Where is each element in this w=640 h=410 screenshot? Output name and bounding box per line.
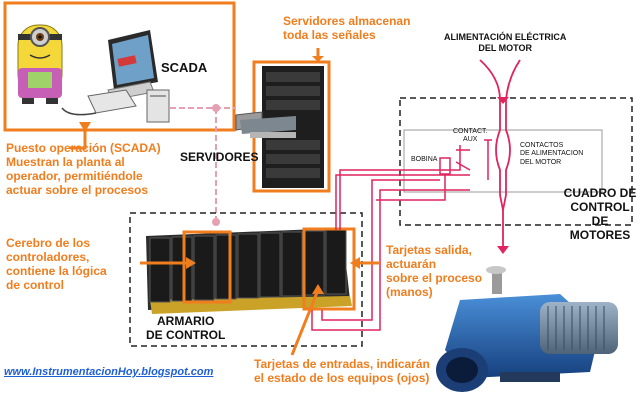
armario-dashed-frame (129, 212, 363, 347)
motor-feed-arrow (497, 246, 509, 254)
pump-image (436, 266, 618, 392)
server-rack-image (235, 66, 324, 188)
brain-caption: Cerebro de los controladores, contiene l… (6, 236, 107, 293)
pc-tower-image (146, 89, 170, 123)
io-cards-highlight (302, 227, 356, 311)
website-link[interactable]: www.InstrumentacionHoy.blogspot.com (4, 366, 214, 378)
cuadro-dashed-frame (399, 97, 633, 226)
scada-station (3, 1, 236, 132)
operator-caption: Puesto operación (SCADA) Muestran la pla… (6, 141, 161, 198)
cpu-highlight (182, 230, 232, 304)
network-node (212, 104, 220, 112)
power-arrow (497, 97, 509, 104)
minion-operator-image (17, 24, 63, 104)
controller-rack-image (146, 228, 352, 314)
network-links (170, 107, 236, 222)
signal-wires (311, 145, 470, 331)
output-cards-caption: Tarjetas salida, actuarán sobre el proce… (386, 243, 483, 300)
callout-arrowheads (79, 56, 360, 294)
callout-pointers (70, 48, 380, 356)
input-cards-caption: Tarjetas de entradas, indicarán el estad… (254, 357, 430, 386)
scada-label: SCADA (161, 60, 208, 75)
bobina-label: BOBINA (411, 156, 438, 163)
keyboard-image (87, 89, 137, 114)
contactor-box (403, 129, 603, 193)
armario-label: ARMARIO DE CONTROL (146, 314, 226, 343)
network-node (212, 218, 220, 226)
power-label: ALIMENTACIÓN ELÉCTRICA DEL MOTOR (444, 32, 567, 53)
contact-aux-label: CONTACT. AUX (453, 128, 488, 144)
cuadro-label: CUADRO DE CONTROL DE MOTORES (563, 186, 637, 243)
servers-caption: Servidores almacenan toda las señales (283, 14, 411, 43)
power-feed-lines (479, 59, 521, 250)
servidores-label: SERVIDORES (180, 150, 259, 164)
contactos-alim-label: CONTACTOS DE ALIMENTACION DEL MOTOR (520, 142, 584, 166)
